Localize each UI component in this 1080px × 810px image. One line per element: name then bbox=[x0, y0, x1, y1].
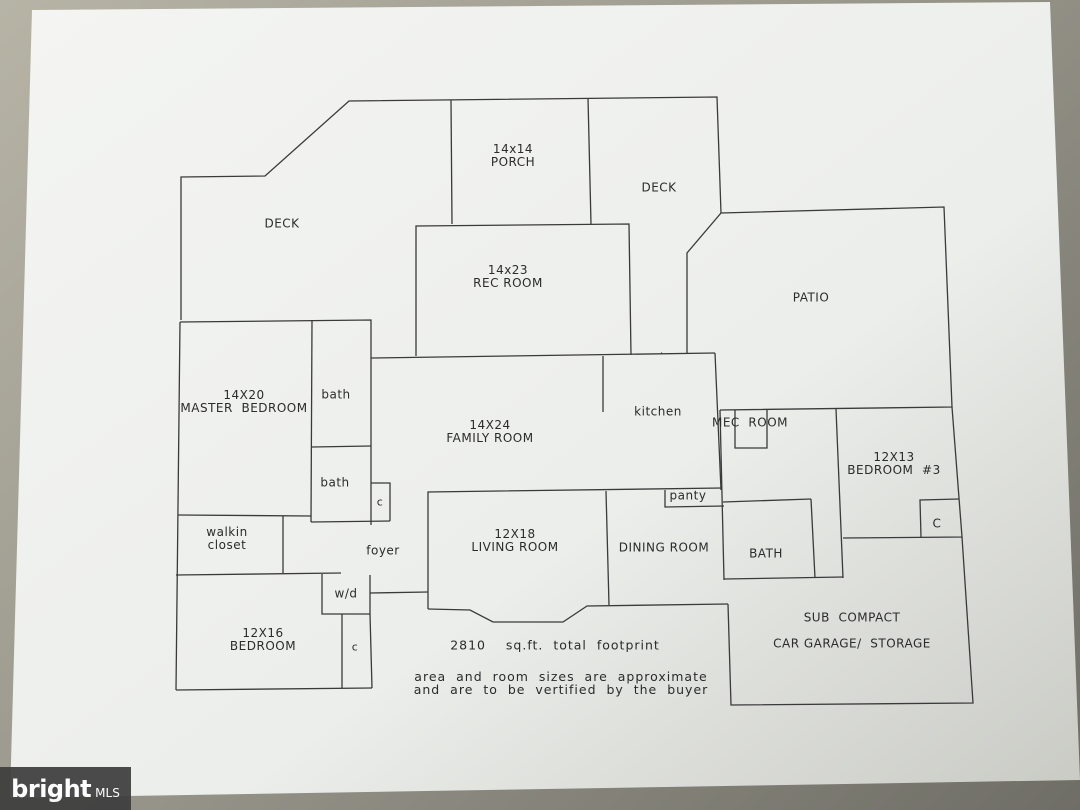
watermark-suffix: MLS bbox=[95, 785, 120, 800]
wall bbox=[722, 498, 812, 503]
wall bbox=[369, 591, 429, 594]
floor-plan-walls bbox=[175, 96, 974, 706]
bedroom3-closet bbox=[919, 498, 960, 538]
wall bbox=[714, 352, 722, 491]
watermark-brand: bright bbox=[11, 774, 92, 803]
bath-upper-label: bath bbox=[321, 387, 351, 402]
wall bbox=[310, 320, 313, 523]
wall bbox=[175, 321, 181, 691]
panty-walls bbox=[664, 490, 725, 508]
patio-label: PATIO bbox=[792, 290, 830, 305]
living-room-walls bbox=[427, 487, 723, 609]
garage-walls bbox=[727, 536, 974, 706]
closet-bed3-label: C bbox=[932, 516, 942, 531]
mec-room-label: MEC ROOM bbox=[711, 415, 789, 430]
walkin-closet-label: walkin closet bbox=[206, 525, 248, 552]
patio-walls bbox=[686, 206, 953, 411]
wall bbox=[369, 613, 373, 689]
living-room-bay bbox=[427, 603, 729, 623]
closet-walls bbox=[371, 482, 391, 521]
bath-lower-label: bath bbox=[320, 475, 350, 490]
wall bbox=[587, 97, 592, 225]
wall bbox=[835, 408, 844, 579]
garage-label: SUB COMPACT CAR GARAGE/ STORAGE bbox=[773, 610, 931, 651]
kitchen-label: kitchen bbox=[634, 404, 682, 419]
bath-right-label: BATH bbox=[749, 546, 783, 561]
wall bbox=[605, 490, 610, 606]
wd-walls bbox=[321, 574, 371, 615]
wall bbox=[175, 687, 373, 691]
wall bbox=[310, 520, 391, 523]
wall bbox=[450, 99, 453, 225]
mec-room-walls bbox=[734, 410, 768, 449]
deck-right-label: DECK bbox=[641, 180, 677, 195]
family-room-label: 14X24 FAMILY ROOM bbox=[446, 418, 534, 445]
master-bedroom-walls bbox=[179, 319, 372, 525]
paper-sheet bbox=[10, 2, 1080, 798]
living-room-label: 12X18 LIVING ROOM bbox=[471, 527, 559, 554]
closet-sw-label: c bbox=[351, 640, 359, 654]
watermark-badge: bright MLS bbox=[0, 767, 131, 810]
panty-label: panty bbox=[669, 488, 707, 503]
deck-left-outline bbox=[180, 96, 722, 320]
wall bbox=[723, 576, 844, 580]
wall bbox=[175, 572, 342, 576]
closet-bath-label: c bbox=[376, 495, 384, 509]
bedroom3-label: 12X13 BEDROOM #3 bbox=[847, 450, 941, 477]
wall bbox=[311, 445, 372, 448]
bedroom-sw-label: 12X16 BEDROOM bbox=[229, 626, 297, 653]
deck-left-label: DECK bbox=[264, 216, 300, 231]
wd-label: w/d bbox=[334, 586, 358, 601]
wall bbox=[719, 409, 725, 581]
wall bbox=[370, 352, 716, 359]
master-bedroom-label: 14X20 MASTER BEDROOM bbox=[180, 388, 308, 415]
dining-room-label: DINING ROOM bbox=[618, 540, 710, 555]
rec-room-label: 14x23 REC ROOM bbox=[473, 263, 543, 290]
porch-label: 14x14 PORCH bbox=[490, 142, 536, 169]
wall bbox=[177, 514, 312, 517]
footprint-note: 2810 sq.ft. total footprint bbox=[450, 637, 660, 653]
foyer-label: foyer bbox=[366, 543, 400, 558]
wall bbox=[810, 498, 816, 579]
disclaimer-note: area and room sizes are approximate and … bbox=[413, 669, 709, 697]
rec-room-walls bbox=[415, 223, 632, 356]
